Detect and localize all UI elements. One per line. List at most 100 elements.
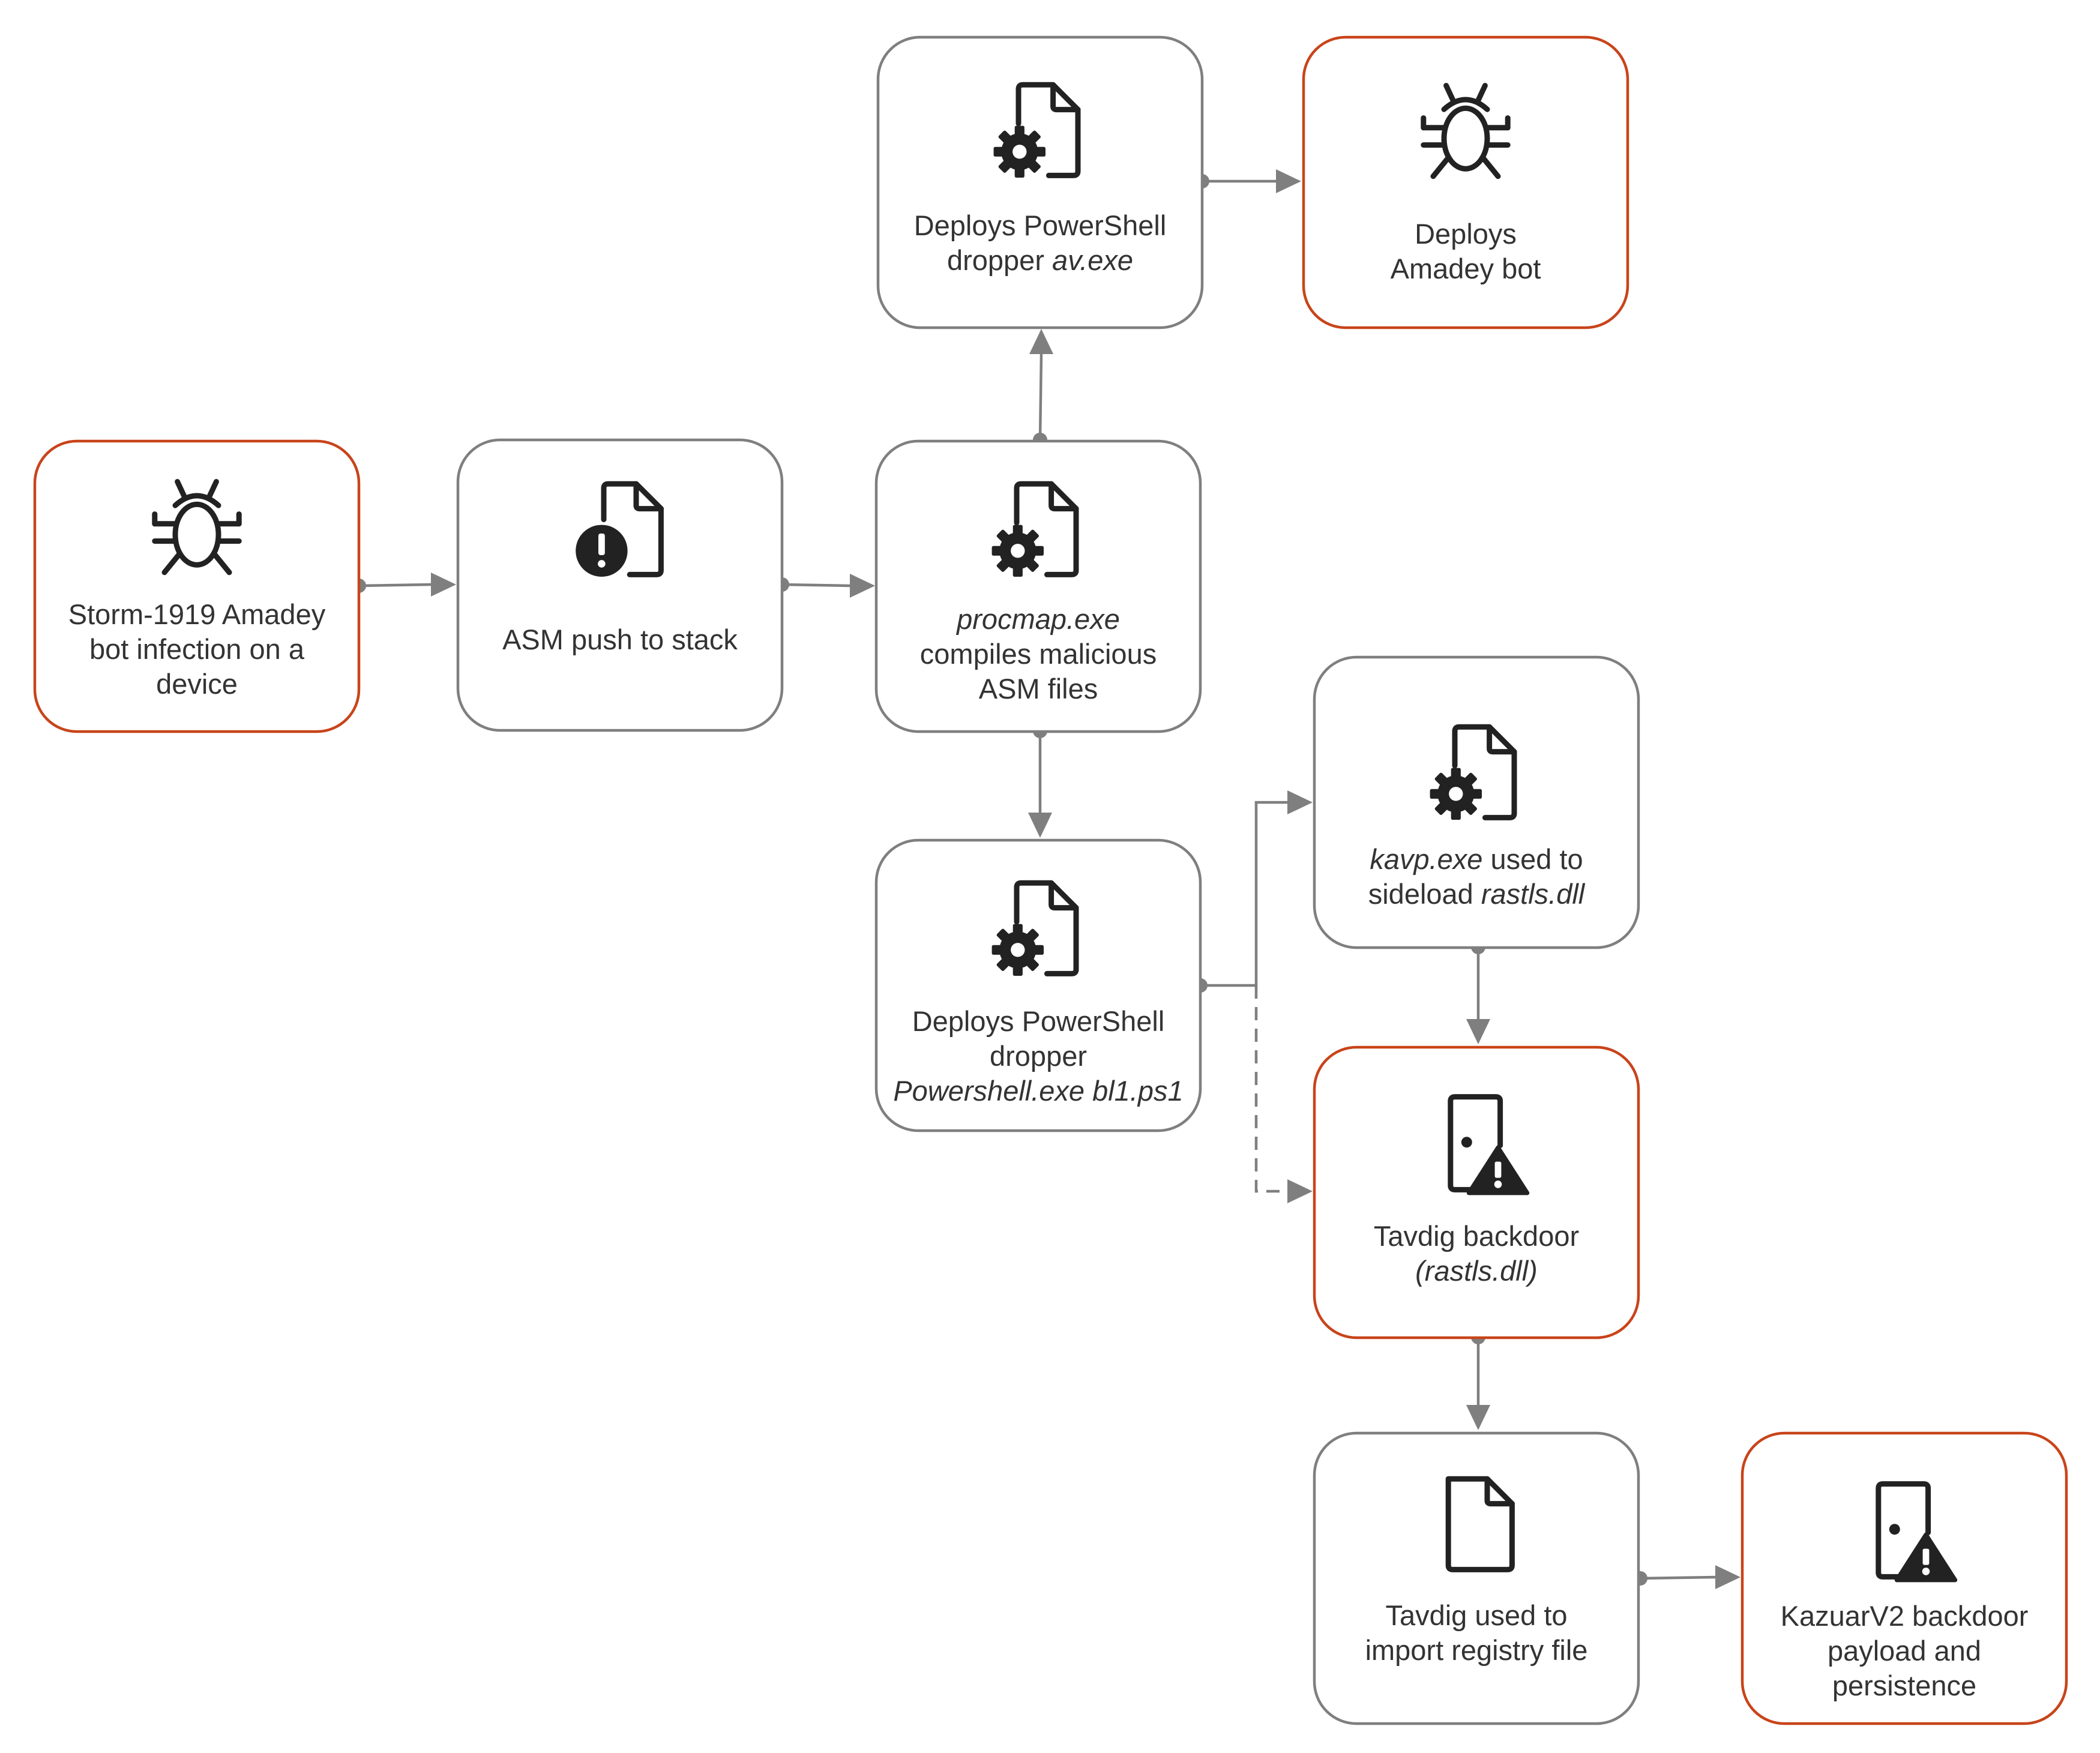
arrowhead (1029, 329, 1053, 354)
arrowhead (1028, 813, 1052, 838)
label-segment: device (156, 668, 238, 700)
label-segment: bot infection on a (89, 633, 305, 665)
node-label-line: (rastls.dll) (1415, 1255, 1538, 1287)
node-label-line: KazuarV2 backdoor (1781, 1600, 2029, 1632)
label-segment: dropper (990, 1040, 1087, 1072)
node-asm-push: ASM push to stack (456, 438, 784, 732)
connector-line (1640, 1575, 1716, 1580)
edge-infection-to-asm-push (352, 573, 456, 597)
connector-line (1200, 801, 1287, 987)
label-segment: used to (1482, 843, 1583, 875)
node-label-line: ASM push to stack (502, 624, 738, 655)
arrowhead (1715, 1565, 1740, 1589)
label-segment: KazuarV2 backdoor (1781, 1600, 2029, 1632)
connector-line (1254, 985, 1287, 1193)
node-label-line: Amadey bot (1391, 253, 1541, 284)
label-segment: Storm-1919 Amadey (68, 598, 326, 630)
edge-tavdig-to-registry (1466, 1330, 1490, 1430)
node-tavdig: Tavdig backdoor(rastls.dll) (1313, 1045, 1640, 1340)
edge-asm-push-to-procmap (775, 574, 875, 598)
node-label-line: bot infection on a (89, 633, 305, 665)
edge-dropper-av-to-amadey-bot (1195, 169, 1301, 193)
label-segment: rastls.dll (1481, 878, 1586, 910)
node-label-line: Tavdig backdoor (1374, 1220, 1579, 1252)
node-label-line: dropper av.exe (947, 244, 1133, 276)
node-box (1313, 1431, 1640, 1725)
arrowhead (1287, 790, 1313, 814)
label-segment: ASM push to stack (502, 624, 738, 655)
node-box (1302, 35, 1629, 329)
label-segment: Powershell.exe bl1.ps1 (893, 1075, 1183, 1107)
node-label-line: ASM files (979, 673, 1098, 705)
label-segment: av.exe (1052, 244, 1133, 276)
node-label: Tavdig backdoor(rastls.dll) (1374, 1220, 1579, 1287)
label-segment: compiles malicious (920, 638, 1157, 670)
label-segment: Tavdig used to (1385, 1599, 1567, 1631)
label-segment: payload and (1828, 1635, 1981, 1667)
node-label-line: payload and (1828, 1635, 1981, 1667)
edge-dropper-bl1-to-kavp (1193, 790, 1313, 993)
arrowhead (1466, 1019, 1490, 1044)
label-segment: procmap.exe (955, 603, 1120, 635)
node-label-line: procmap.exe (955, 603, 1120, 635)
label-segment: Deploys PowerShell (914, 209, 1167, 241)
node-label: ASM push to stack (502, 624, 738, 655)
node-label-line: Deploys (1415, 218, 1517, 250)
connector-line (358, 583, 432, 588)
label-segment: import registry file (1365, 1634, 1588, 1666)
label-segment: Deploys PowerShell (912, 1005, 1165, 1037)
node-label-line: compiles malicious (920, 638, 1157, 670)
label-segment: dropper (947, 244, 1052, 276)
label-segment: Deploys (1415, 218, 1517, 250)
label-segment: (rastls.dll) (1415, 1255, 1538, 1287)
node-box (456, 438, 784, 732)
arrowhead (850, 574, 875, 598)
label-segment: Tavdig backdoor (1374, 1220, 1579, 1252)
label-segment: ASM files (979, 673, 1098, 705)
arrowhead (1287, 1179, 1313, 1203)
node-box (876, 35, 1204, 329)
node-label-line: sideload rastls.dll (1368, 878, 1586, 910)
label-segment: sideload (1368, 878, 1481, 910)
node-label-line: device (156, 668, 238, 700)
label-segment: kavp.exe (1370, 843, 1482, 875)
node-box (33, 439, 361, 733)
node-label-line: dropper (990, 1040, 1087, 1072)
node-box (1313, 655, 1640, 949)
label-segment: persistence (1832, 1670, 1976, 1701)
node-box (874, 838, 1202, 1132)
arrowhead (1276, 169, 1301, 193)
arrowhead (1466, 1405, 1490, 1430)
node-label-line: Deploys PowerShell (912, 1005, 1165, 1037)
node-label-line: kavp.exe used to (1370, 843, 1583, 875)
node-label-line: Powershell.exe bl1.ps1 (893, 1075, 1183, 1107)
connector-line (781, 583, 850, 588)
edge-registry-to-kazuar (1633, 1565, 1740, 1589)
node-label-line: Tavdig used to (1385, 1599, 1567, 1631)
node-box (874, 439, 1202, 733)
arrowhead (431, 573, 456, 597)
edge-kavp-to-tavdig (1466, 940, 1490, 1044)
label-segment: Amadey bot (1391, 253, 1541, 284)
edge-procmap-to-dropper-av (1029, 329, 1053, 447)
node-label-line: persistence (1832, 1670, 1976, 1701)
node-label-line: Deploys PowerShell (914, 209, 1167, 241)
